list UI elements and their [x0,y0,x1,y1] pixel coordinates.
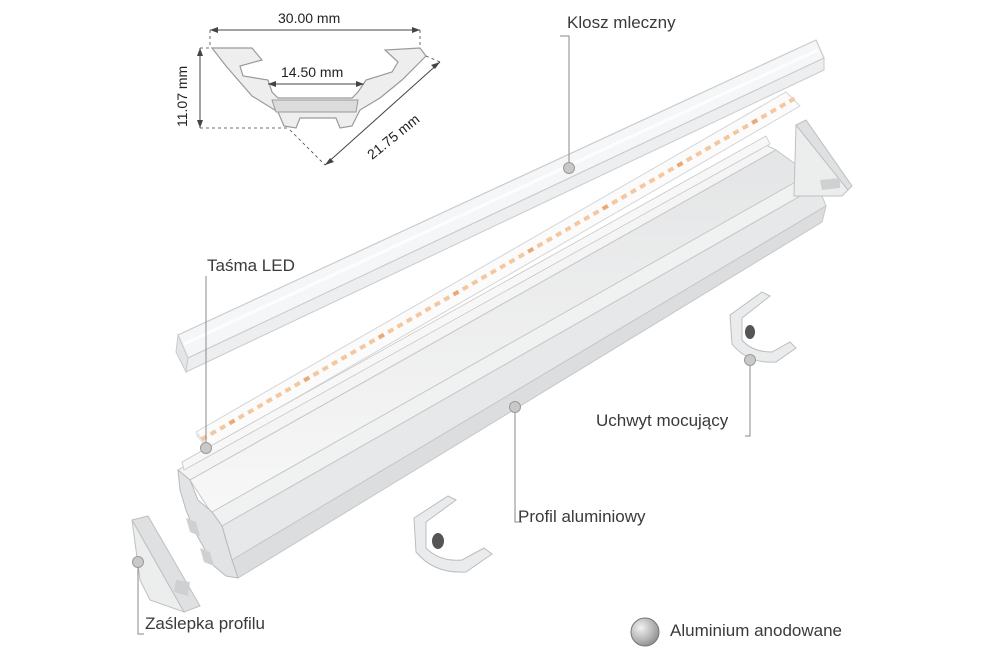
led-chip [359,343,367,351]
led-chip [555,230,563,238]
led-chip [499,263,507,270]
led-chip [723,134,731,141]
led-chip [667,166,675,173]
led-chip [536,241,544,249]
led-chip [265,397,273,404]
led-chip [760,112,768,120]
led-chip [527,246,535,254]
led-chip [751,118,759,125]
label-mounting-clip: Uchwyt mocujący [596,411,729,430]
dim-width-outer: 30.00 mm [278,10,341,26]
dim-width-inner: 14.50 mm [281,64,344,80]
led-chip [396,322,404,329]
mounting-clip-right [729,291,797,363]
led-chip [321,365,329,372]
led-chip [741,123,749,131]
led-chip [405,316,413,324]
led-chip [695,150,703,157]
led-chip [583,214,591,222]
led-chip [788,96,796,104]
led-chip [601,204,609,211]
led-chip [471,279,479,286]
led-chip [639,182,647,190]
led-chip [331,359,339,367]
led-chip [713,139,721,147]
led-chip [284,386,292,393]
cross-section-drawing [197,27,441,166]
led-chip [415,311,423,318]
led-chip [312,370,320,377]
led-chip [219,424,227,431]
label-aluminium-profile: Profil aluminiowy [518,507,646,526]
led-chip [452,289,460,297]
label-milky-cover: Klosz mleczny [567,13,676,32]
led-chip [611,198,619,206]
led-chip [657,171,665,179]
led-chip [676,161,684,168]
led-chip [704,145,712,152]
led-chip [564,225,572,233]
led-chip [433,300,441,308]
led-chip [517,252,525,259]
end-cap-left [131,515,201,613]
led-chip [387,327,395,334]
profile-section-shape [210,47,427,129]
led-chip [237,413,245,420]
led-chip [489,268,497,275]
led-chip [685,155,693,163]
led-chip [228,418,236,426]
led-chip [620,193,628,200]
led-chip [592,209,600,216]
led-chip [648,177,656,184]
led-chip [573,220,581,227]
led-chip [247,407,255,415]
led-chip [349,348,357,356]
led-chip [769,107,777,114]
milky-cover [175,39,825,374]
dim-height: 11.07 mm [174,65,190,127]
mounting-clip-bottom [413,495,493,573]
led-chip [480,273,488,281]
led-chip [443,295,451,302]
finish-swatch-icon [630,617,660,647]
dim-line-diagonal [324,61,441,166]
led-chip [275,391,283,399]
led-chip [461,284,469,292]
led-chip [377,332,385,340]
end-cap-right [793,119,853,197]
aluminium-profile [177,135,827,579]
label-finish: Aluminium anodowane [670,621,842,640]
led-chip [629,187,637,195]
led-chip [293,381,301,388]
led-chip [209,429,217,436]
led-chip [424,305,432,313]
label-end-cap: Zaślepka profilu [145,614,266,633]
led-chip [732,128,740,136]
led-chip [340,354,348,361]
led-chip [545,236,553,243]
label-led-strip: Taśma LED [207,256,295,275]
led-strip [195,91,801,452]
led-chip [303,375,311,383]
led-chip [256,402,264,410]
led-chip [508,257,516,265]
led-chip [368,338,376,345]
leader-lines [137,35,751,635]
led-chip [779,102,787,109]
callout-dots [132,162,756,568]
